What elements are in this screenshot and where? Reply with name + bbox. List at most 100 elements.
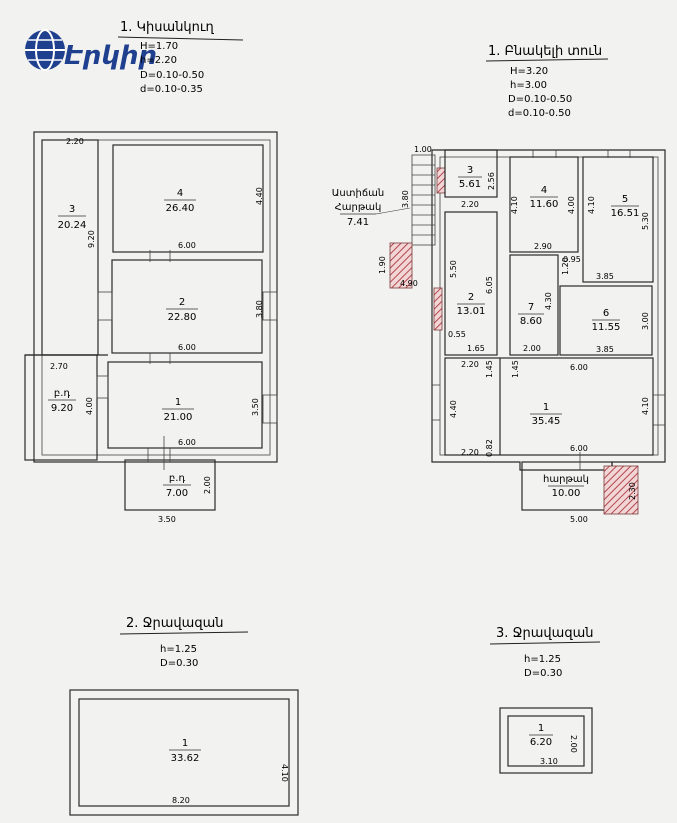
plan-2-dim: 0.95 bbox=[563, 255, 581, 264]
plan-2-dim: 3.80 bbox=[401, 190, 410, 208]
plan-4-dim: 3.10 bbox=[540, 757, 558, 766]
plan-1-dim: 2.00 bbox=[203, 476, 212, 494]
plan-2-dim: 1.00 bbox=[414, 145, 432, 154]
plan-3-room-area: 33.62 bbox=[171, 753, 200, 764]
plan-1-dim: 6.00 bbox=[178, 438, 196, 447]
plan-4-dim: 2.00 bbox=[569, 735, 578, 753]
plan-1-room-2-num: 2 bbox=[179, 297, 185, 308]
plan-2-dim: 0.55 bbox=[448, 330, 466, 339]
stair-area: 7.41 bbox=[347, 217, 369, 228]
plan-2-dim: 1.20 bbox=[561, 257, 570, 275]
plan-2-param-d: d=0.10-0.50 bbox=[508, 108, 571, 119]
plan-2-room-5-area: 16.51 bbox=[611, 208, 640, 219]
plan-2-dim: 2.20 bbox=[461, 448, 479, 457]
plan-3-param-h: h=1.25 bbox=[160, 644, 197, 655]
plan-2-dim: 5.30 bbox=[641, 212, 650, 230]
plan-2-param-D: D=0.10-0.50 bbox=[508, 94, 572, 105]
plan-2-dim: 4.10 bbox=[641, 397, 650, 415]
logo: Էրկիր bbox=[25, 29, 157, 71]
plan-3-title: 2. Ջրավազան bbox=[126, 616, 223, 631]
plan-2-dim: 4.90 bbox=[400, 279, 418, 288]
plan-2-dim: 1.45 bbox=[511, 360, 520, 378]
plan-1-room-1-num: 1 bbox=[175, 397, 181, 408]
plan-2-param-H: H=3.20 bbox=[510, 66, 548, 77]
plan-3-dim: 8.20 bbox=[172, 796, 190, 805]
plan-2-dim: 0.82 bbox=[485, 439, 494, 457]
stair-label-2: Հարթակ bbox=[335, 202, 382, 213]
plan-4-room-area: 6.20 bbox=[530, 737, 552, 748]
plan-2-dim: 4.00 bbox=[567, 196, 576, 214]
plan-residential-house: 1. Բնակելի տուն H=3.20 h=3.00 D=0.10-0.5… bbox=[332, 44, 666, 524]
plan-1-dim: 6.00 bbox=[178, 241, 196, 250]
plan-2-dim: 1.45 bbox=[485, 360, 494, 378]
plan-1-porch-num: բ.դ bbox=[169, 473, 186, 484]
plan-1-param-D: D=0.10-0.50 bbox=[140, 70, 204, 81]
plan-2-dim: 1.90 bbox=[378, 256, 387, 274]
plan-2-dim: 4.10 bbox=[510, 196, 519, 214]
plan-1-room-bd-num: բ.դ bbox=[54, 388, 71, 399]
plan-2-room-7-num: 7 bbox=[528, 302, 534, 313]
plan-1-room-3-num: 3 bbox=[69, 204, 75, 215]
plan-2-dim: 4.30 bbox=[544, 292, 553, 310]
plan-1-room-4-area: 26.40 bbox=[166, 203, 195, 214]
plan-pool-3: 3. Ջրավազան h=1.25 D=0.30 1 6.20 2.00 3.… bbox=[489, 626, 601, 774]
plan-2-room-6-num: 6 bbox=[603, 308, 609, 319]
plan-3-dim: 4.10 bbox=[280, 764, 289, 782]
plan-2-room-6-area: 11.55 bbox=[592, 322, 621, 333]
plan-3-room-num: 1 bbox=[182, 738, 188, 749]
plan-1-param-d: d=0.10-0.35 bbox=[140, 84, 203, 95]
plan-1-param-H: H=1.70 bbox=[140, 41, 178, 52]
plan-2-room-1-num: 1 bbox=[543, 402, 549, 413]
plan-2-room-5-num: 5 bbox=[622, 194, 628, 205]
plan-1-dim: 3.80 bbox=[255, 300, 264, 318]
plan-1-porch-area: 7.00 bbox=[166, 488, 188, 499]
plan-2-dim: 1.65 bbox=[467, 344, 485, 353]
plan-2-dim: 4.10 bbox=[587, 196, 596, 214]
plan-2-room-7-area: 8.60 bbox=[520, 316, 542, 327]
plan-4-param-D: D=0.30 bbox=[524, 668, 562, 679]
plan-1-room-1-area: 21.00 bbox=[164, 412, 193, 423]
staircase bbox=[389, 154, 446, 331]
plan-4-room-num: 1 bbox=[538, 723, 544, 734]
plan-1-dim: 2.70 bbox=[50, 362, 68, 371]
plan-1-dim: 3.50 bbox=[158, 515, 176, 524]
globe-icon bbox=[25, 29, 65, 71]
plan-1-title: 1. Կիսանկուղ bbox=[120, 20, 215, 35]
plan-2-room-3-num: 3 bbox=[467, 165, 473, 176]
plan-1-room-2-area: 22.80 bbox=[168, 312, 197, 323]
plan-1-dim: 9.20 bbox=[87, 230, 96, 248]
plan-1-dim: 4.40 bbox=[255, 187, 264, 205]
plan-2-dim: 5.00 bbox=[570, 515, 588, 524]
plan-2-dim: 3.00 bbox=[641, 312, 650, 330]
plan-1-room-4-num: 4 bbox=[177, 188, 183, 199]
plan-2-dim: 2.90 bbox=[534, 242, 552, 251]
plan-2-room-4-area: 11.60 bbox=[530, 199, 559, 210]
plan-2-room-1-area: 35.45 bbox=[532, 416, 561, 427]
plan-2-dim: 5.50 bbox=[449, 260, 458, 278]
plan-semi-basement: 1. Կիսանկուղ H=1.70 h=2.20 D=0.10-0.50 d… bbox=[24, 20, 278, 524]
plan-1-dim: 2.20 bbox=[66, 137, 84, 146]
plan-2-room-2-area: 13.01 bbox=[457, 306, 486, 317]
plan-2-dim: 3.85 bbox=[596, 272, 614, 281]
plan-2-dim: 6.00 bbox=[570, 363, 588, 372]
plan-2-porch-area: 10.00 bbox=[552, 488, 581, 499]
plan-2-room-3-area: 5.61 bbox=[459, 179, 481, 190]
plan-2-porch-num: հարթակ bbox=[543, 474, 589, 485]
plan-1-room-3-area: 20.24 bbox=[58, 220, 87, 231]
plan-2-dim: 6.00 bbox=[570, 444, 588, 453]
plan-1-dim: 4.00 bbox=[85, 397, 94, 415]
plan-2-dim: 6.05 bbox=[485, 276, 494, 294]
plan-1-dim: 6.00 bbox=[178, 343, 196, 352]
plan-2-dim: 2.20 bbox=[461, 200, 479, 209]
plan-pool-2: 2. Ջրավազան h=1.25 D=0.30 1 33.62 4.10 8… bbox=[69, 616, 299, 816]
plan-2-dim: 4.40 bbox=[449, 400, 458, 418]
plan-2-dim: 2.30 bbox=[628, 482, 637, 500]
plan-1-dim: 3.50 bbox=[251, 398, 260, 416]
plan-2-dim: 2.00 bbox=[523, 344, 541, 353]
plan-2-dim: 2.20 bbox=[461, 360, 479, 369]
plan-2-dim: 3.85 bbox=[596, 345, 614, 354]
plan-2-room-4-num: 4 bbox=[541, 185, 547, 196]
plan-1-param-h: h=2.20 bbox=[140, 55, 177, 66]
plan-2-title: 1. Բնակելի տուն bbox=[488, 44, 602, 59]
